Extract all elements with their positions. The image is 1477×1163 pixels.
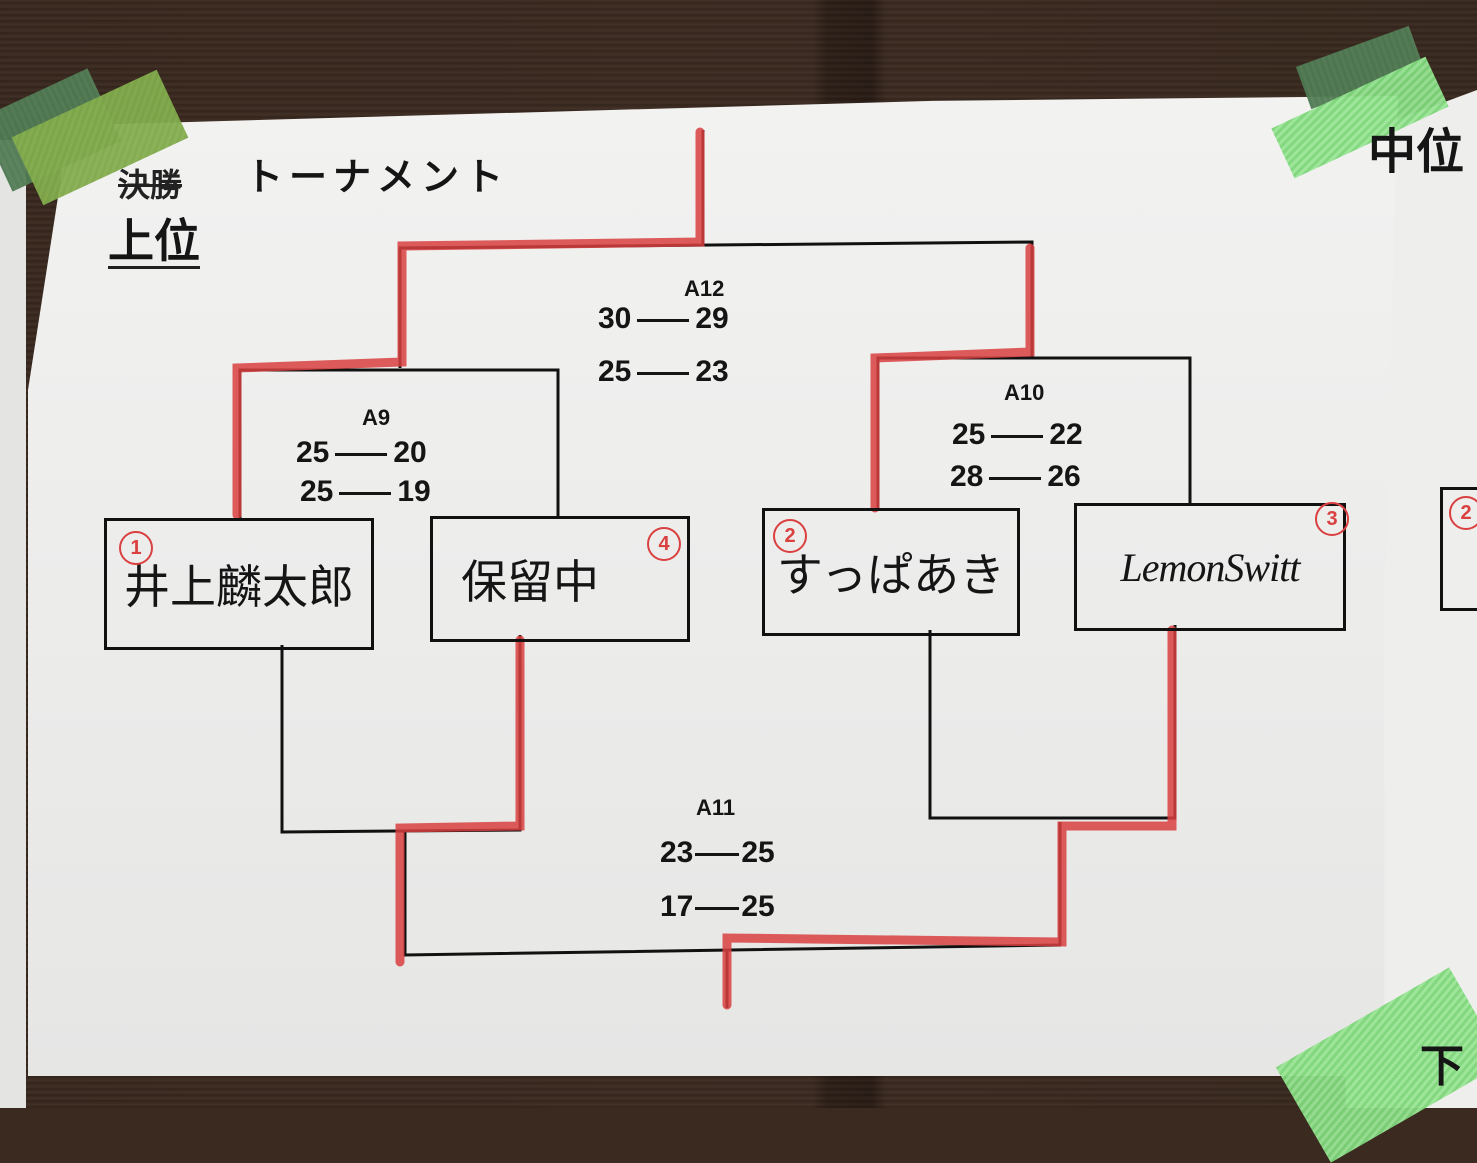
score-dash	[695, 852, 740, 856]
bracket-poster-sheet	[28, 96, 1398, 1076]
team-name: 保留中	[461, 555, 599, 609]
match-a9-set1: 25 20	[296, 436, 427, 470]
match-a12-set1: 30 29	[598, 302, 729, 336]
match-a12-label: A12	[684, 276, 725, 301]
score-dash	[991, 434, 1044, 438]
seed-badge: 1	[119, 531, 153, 565]
score-right: 19	[397, 475, 431, 508]
score-left: 25	[300, 475, 334, 508]
score-left: 23	[660, 836, 694, 869]
poster-title: トーナメント	[245, 155, 510, 199]
match-a11-label: A11	[696, 795, 736, 820]
score-right: 23	[695, 355, 729, 388]
score-dash	[695, 906, 740, 910]
score-left: 30	[598, 302, 632, 335]
adjacent-bottom-label: 下	[1420, 1041, 1464, 1092]
score-left: 25	[296, 436, 330, 469]
score-right: 25	[741, 836, 775, 869]
match-a10-label: A10	[1004, 380, 1045, 405]
seed-badge: 2	[773, 519, 807, 553]
score-right: 20	[393, 436, 427, 469]
score-right: 25	[741, 890, 775, 923]
team-box-seed-1: 1 井上麟太郎	[104, 518, 374, 650]
score-dash	[637, 371, 690, 375]
team-box-seed-2: 2 すっぱあき	[762, 508, 1020, 636]
team-box-seed-3: 3 LemonSwitt	[1074, 502, 1349, 631]
score-left: 28	[950, 460, 984, 493]
red-winner-path	[232, 127, 1177, 1010]
score-right: 22	[1049, 418, 1083, 451]
match-a12-set2: 25 23	[598, 355, 729, 389]
score-dash	[339, 491, 392, 495]
match-a10-set2: 28 26	[950, 460, 1081, 494]
match-a9-set2: 25 19	[300, 475, 431, 509]
black-bracket-lines	[238, 130, 1192, 1008]
score-right: 29	[695, 302, 729, 335]
team-name: 井上麟太郎	[124, 560, 354, 614]
team-name: すっぱあき	[776, 548, 1006, 602]
seed-badge: 2	[1449, 496, 1477, 530]
adjacent-sheet-title: 中位	[1368, 124, 1465, 180]
struck-final-label: 決勝	[118, 166, 183, 204]
bracket-tier-label: 上位	[108, 214, 200, 269]
seed-badge: 3	[1315, 502, 1349, 536]
score-dash	[637, 318, 690, 322]
match-a9-label: A9	[362, 405, 391, 430]
match-a10-set1: 25 22	[952, 418, 1083, 452]
adjacent-team-box: 2	[1440, 487, 1477, 611]
score-dash	[335, 452, 388, 456]
match-a11-set1: 23 25	[660, 836, 775, 870]
seed-badge: 4	[647, 527, 681, 561]
score-dash	[989, 476, 1042, 480]
left-adjacent-sheet	[0, 140, 26, 1108]
score-left: 25	[952, 418, 986, 451]
score-left: 25	[598, 355, 632, 388]
bracket-lines	[232, 127, 1192, 1010]
team-name: LemonSwitt	[1120, 544, 1301, 590]
score-left: 17	[660, 890, 694, 923]
team-box-seed-4: 4 保留中	[430, 516, 690, 642]
score-right: 26	[1047, 460, 1081, 493]
